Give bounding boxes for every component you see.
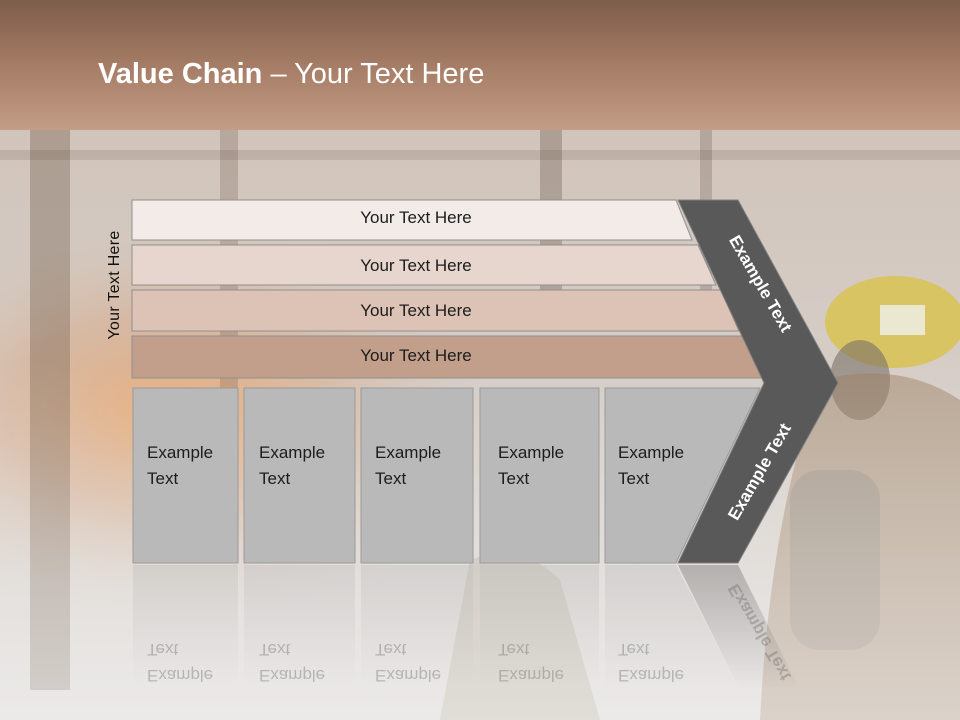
- column-3-label-reflection: Example Text: [375, 636, 441, 688]
- reflection-line1: Example: [375, 666, 442, 685]
- support-band-1-label: Your Text Here: [360, 208, 472, 227]
- column-label-line2: Text: [375, 469, 407, 488]
- column-reflection-4: [480, 565, 599, 685]
- support-band-2-label: Your Text Here: [360, 256, 472, 275]
- column-label-line1: Example: [147, 443, 214, 462]
- column-5-label-reflection: Example Text: [618, 636, 684, 688]
- vertical-label: Your Text Here: [106, 230, 123, 340]
- title-rest: – Your Text Here: [262, 58, 485, 90]
- column-2-label-reflection: Example Text: [259, 636, 325, 688]
- column-label-line2: Text: [259, 469, 291, 488]
- reflection-line2: Text: [498, 640, 530, 659]
- column-label-line1: Example: [375, 443, 442, 462]
- reflection-line2: Text: [259, 640, 291, 659]
- column-label-line2: Text: [618, 469, 650, 488]
- column-4-label-reflection: Example Text: [498, 636, 564, 688]
- primary-column-5[interactable]: [604, 387, 761, 564]
- support-band-4-label: Your Text Here: [360, 346, 472, 365]
- primary-column-3[interactable]: [360, 387, 474, 564]
- column-reflection-2: [244, 565, 355, 685]
- column-label-line1: Example: [498, 443, 565, 462]
- column-label-line2: Text: [147, 469, 179, 488]
- primary-column-3-label: Example Text: [375, 440, 441, 492]
- support-band-1[interactable]: [131, 199, 693, 241]
- margin-chevron[interactable]: [677, 199, 839, 564]
- column-1-label-reflection: Example Text: [147, 636, 213, 688]
- primary-column-4-label: Example Text: [498, 440, 564, 492]
- primary-column-5-label: Example Text: [618, 440, 684, 492]
- column-reflection-3: [361, 565, 473, 685]
- primary-column-4[interactable]: [479, 387, 600, 564]
- column-reflection-5: [605, 565, 740, 690]
- support-band-3[interactable]: [131, 289, 740, 332]
- reflection-line1: Example: [618, 666, 685, 685]
- reflection-line2: Text: [618, 640, 650, 659]
- support-band-3-label: Your Text Here: [360, 301, 472, 320]
- title-bold: Value Chain: [98, 58, 263, 90]
- column-reflection-1: [133, 565, 238, 685]
- reflection-line1: Example: [259, 666, 326, 685]
- reflection-line1: Example: [147, 666, 214, 685]
- chevron-reflection: [678, 565, 800, 690]
- support-band-2[interactable]: [131, 244, 717, 286]
- reflection-line1: Example: [498, 666, 565, 685]
- primary-column-2[interactable]: [243, 387, 356, 564]
- column-label-line1: Example: [618, 443, 685, 462]
- primary-column-1[interactable]: [132, 387, 239, 564]
- reflection-line2: Text: [375, 640, 407, 659]
- slide-title: Value Chain – Your Text Here: [98, 54, 484, 94]
- column-label-line1: Example: [259, 443, 326, 462]
- primary-column-1-label: Example Text: [147, 440, 213, 492]
- primary-column-2-label: Example Text: [259, 440, 325, 492]
- reflection-line2: Text: [147, 640, 179, 659]
- column-label-line2: Text: [498, 469, 530, 488]
